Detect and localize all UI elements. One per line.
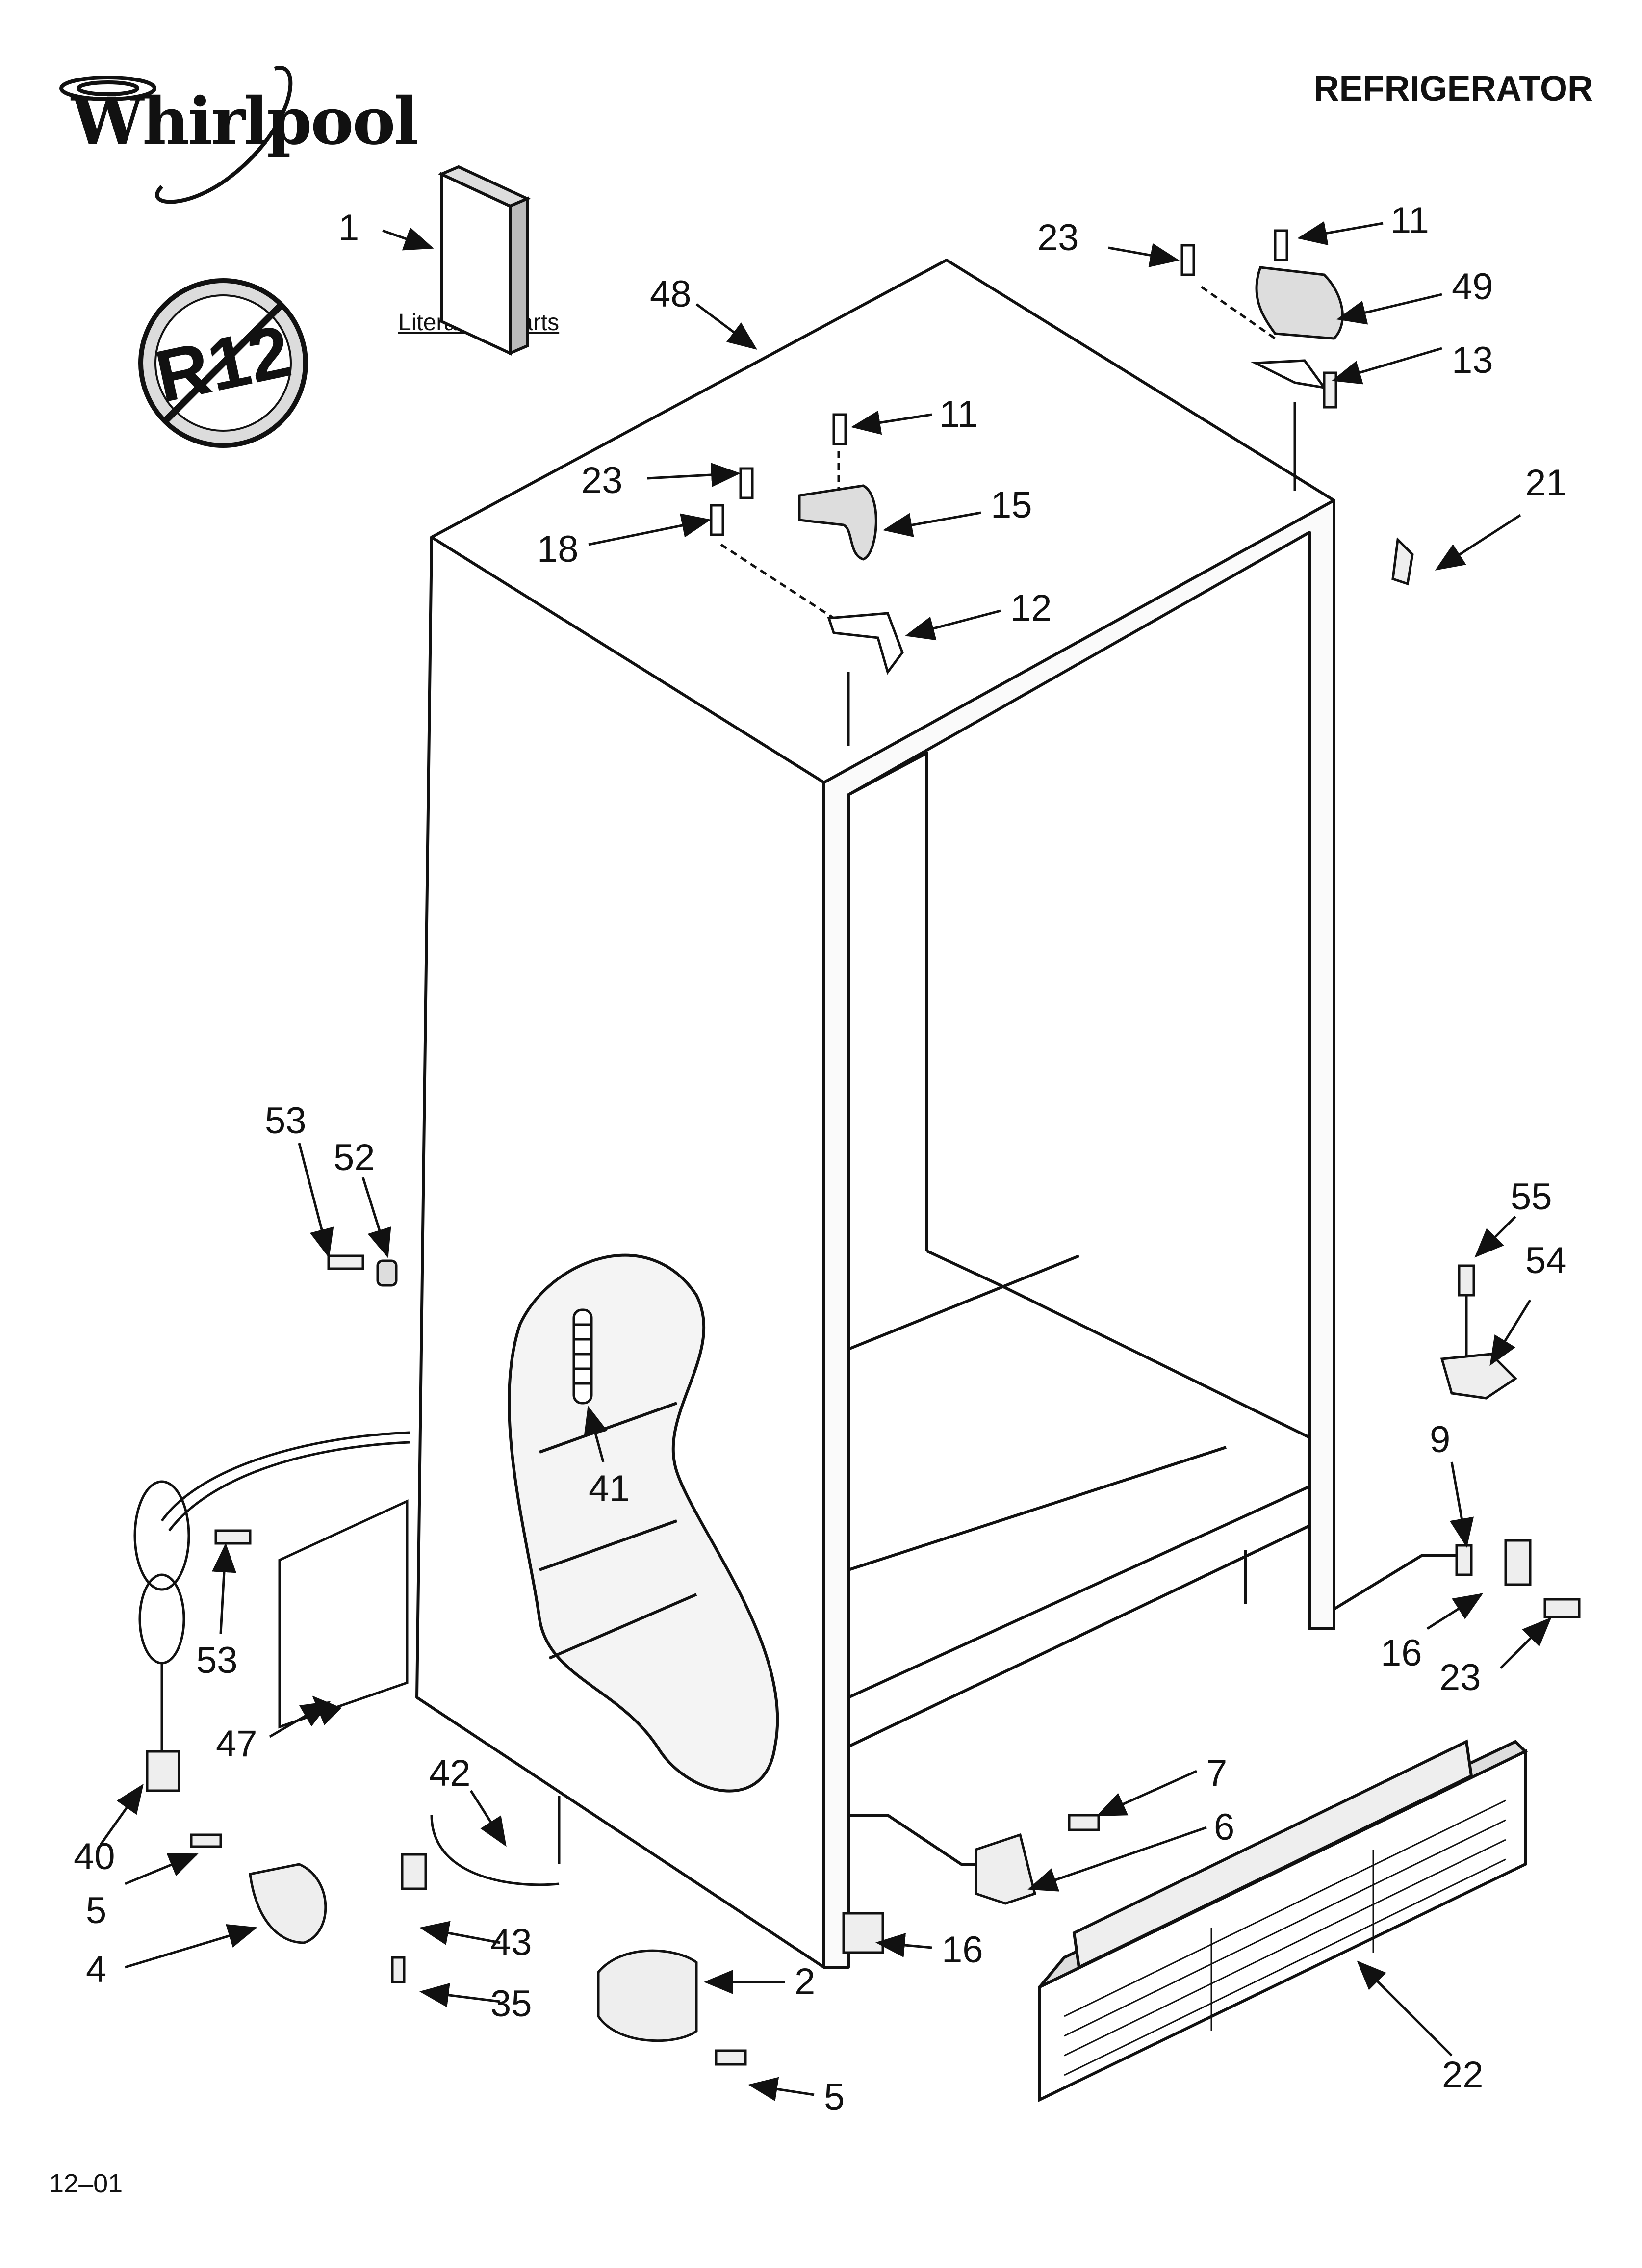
callout-53: 53: [265, 1100, 307, 1142]
page-title: REFRIGERATOR: [1313, 69, 1593, 108]
cabinet-body: [415, 259, 1462, 1969]
callout-41: 41: [589, 1468, 630, 1510]
callout-53: 53: [196, 1640, 238, 1681]
callout-16: 16: [1381, 1632, 1422, 1674]
hinge-parts: [710, 229, 1414, 746]
callout-labels: 1 48 23 11 49 13 11 23 15 18 21 12 53 52…: [74, 200, 1567, 2118]
callout-21: 21: [1525, 462, 1567, 504]
callout-35: 35: [490, 1983, 532, 2025]
leveling-parts: [1440, 1264, 1581, 1618]
callout-42: 42: [429, 1752, 471, 1794]
callout-54: 54: [1525, 1240, 1567, 1281]
callout-12: 12: [1010, 587, 1052, 629]
callout-6: 6: [1214, 1806, 1234, 1848]
callout-11: 11: [1390, 200, 1429, 241]
callout-47: 47: [216, 1723, 257, 1765]
toe-grille: [1038, 1739, 1528, 2102]
no-r12-icon: R12: [135, 275, 311, 451]
callout-49: 49: [1452, 266, 1493, 308]
revision-code: 12–01: [49, 2169, 123, 2198]
leader-arrows: [99, 221, 1552, 2102]
callout-40: 40: [74, 1836, 115, 1877]
callout-1: 1: [338, 207, 359, 249]
callout-9: 9: [1430, 1419, 1450, 1460]
callout-5: 5: [86, 1890, 106, 1931]
callout-55: 55: [1511, 1176, 1552, 1218]
callout-23: 23: [1037, 217, 1079, 259]
callout-11: 11: [939, 393, 978, 435]
callout-5: 5: [824, 2076, 845, 2118]
callout-4: 4: [86, 1949, 106, 1990]
callout-13: 13: [1452, 339, 1493, 381]
callout-18: 18: [537, 528, 579, 570]
callout-15: 15: [991, 484, 1032, 526]
callout-52: 52: [334, 1137, 375, 1178]
logo-swirl-icon: [59, 66, 293, 204]
literature-booklet-icon: [437, 165, 531, 356]
callout-23: 23: [1439, 1657, 1481, 1698]
callout-22: 22: [1442, 2054, 1484, 2096]
callout-48: 48: [650, 273, 692, 315]
spring-part-41: [572, 1308, 593, 1405]
callout-43: 43: [490, 1922, 532, 1963]
callout-23: 23: [581, 460, 623, 501]
electrical-parts: [133, 1254, 1100, 2066]
callout-16: 16: [942, 1929, 983, 1971]
callout-7: 7: [1206, 1752, 1227, 1794]
callout-2: 2: [795, 1961, 815, 2003]
